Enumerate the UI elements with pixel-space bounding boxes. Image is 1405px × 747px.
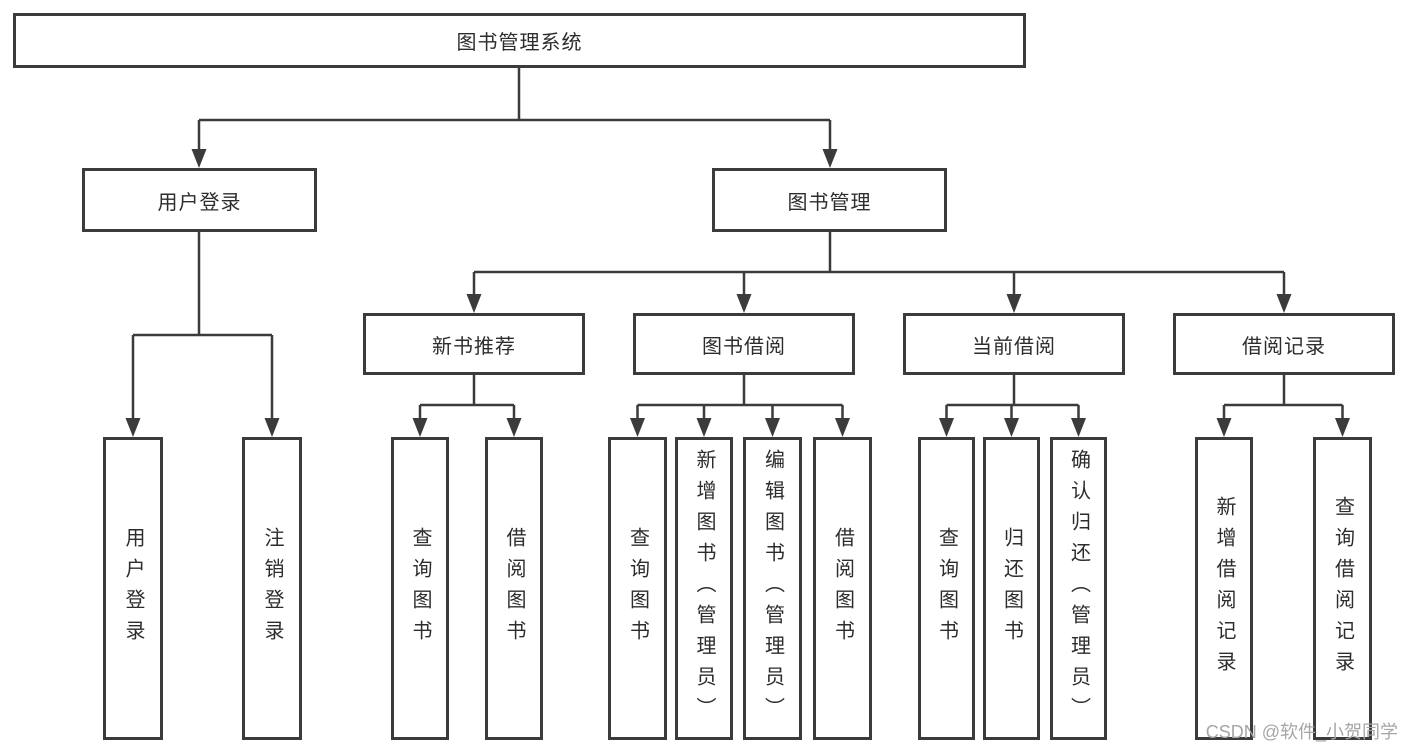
leaf-borrow-edit-books-label: 编辑图书（管理员） [761, 449, 784, 728]
leaf-borrow-borrow-books: 借阅图书 [813, 437, 872, 740]
arrowhead-icon [1276, 294, 1292, 313]
node-new-book-recommend-label: 新书推荐 [432, 335, 516, 358]
connector-current-borrowing-to-leaves [939, 375, 1086, 437]
arrowhead-icon [939, 418, 954, 437]
leaf-records-add: 新增借阅记录 [1195, 437, 1253, 740]
leaf-current-confirm-return: 确认归还（管理员） [1050, 437, 1107, 740]
leaf-logout: 注销登录 [242, 437, 302, 740]
arrowhead-icon [191, 149, 207, 168]
leaf-recommend-query-books-label: 查询图书 [409, 526, 431, 651]
leaf-current-confirm-return-label: 确认归还（管理员） [1067, 449, 1090, 728]
leaf-records-add-label: 新增借阅记录 [1213, 495, 1235, 682]
node-current-borrowing: 当前借阅 [903, 313, 1125, 375]
arrowhead-icon [125, 418, 141, 437]
node-book-management-label: 图书管理 [787, 191, 872, 214]
arrowhead-icon [822, 149, 838, 168]
leaf-user-login: 用户登录 [103, 437, 163, 740]
leaf-borrow-query-books-label: 查询图书 [626, 526, 649, 651]
leaf-borrow-add-books-label: 新增图书（管理员） [693, 449, 715, 728]
node-book-borrowing-label: 图书借阅 [702, 335, 786, 358]
leaf-user-login-label: 用户登录 [122, 526, 144, 651]
connector-book-management-to-modules [466, 232, 1292, 313]
leaf-current-return-books-label: 归还图书 [1000, 526, 1023, 651]
leaf-records-query: 查询借阅记录 [1313, 437, 1372, 740]
node-borrowing-records: 借阅记录 [1173, 313, 1395, 375]
connector-user-login-to-leaves [125, 232, 280, 437]
node-borrowing-records-label: 借阅记录 [1242, 335, 1326, 358]
node-new-book-recommend: 新书推荐 [363, 313, 585, 375]
arrowhead-icon [466, 294, 482, 313]
arrowhead-icon [412, 418, 428, 437]
connector-book-borrowing-to-leaves [630, 375, 850, 437]
connector-new-book-recommend-to-leaves [412, 375, 522, 437]
arrowhead-icon [1004, 418, 1019, 437]
node-user-login-label: 用户登录 [157, 191, 242, 214]
node-user-login: 用户登录 [82, 168, 317, 232]
arrowhead-icon [506, 418, 522, 437]
leaf-borrow-add-books: 新增图书（管理员） [675, 437, 733, 740]
leaf-recommend-borrow-books-label: 借阅图书 [503, 526, 525, 651]
node-book-borrowing: 图书借阅 [633, 313, 855, 375]
node-book-management: 图书管理 [712, 168, 947, 232]
leaf-recommend-borrow-books: 借阅图书 [485, 437, 543, 740]
arrowhead-icon [1071, 418, 1086, 437]
arrowhead-icon [1006, 294, 1022, 313]
watermark: CSDN @软件_小贺同学 [1205, 722, 1398, 742]
leaf-current-query-books-label: 查询图书 [935, 526, 958, 651]
leaf-current-query-books: 查询图书 [918, 437, 975, 740]
arrowhead-icon [765, 418, 780, 437]
leaf-recommend-query-books: 查询图书 [391, 437, 449, 740]
leaf-records-query-label: 查询借阅记录 [1331, 495, 1354, 682]
arrowhead-icon [835, 418, 850, 437]
connector-borrowing-records-to-leaves [1216, 375, 1350, 437]
connector-root-to-branches [191, 68, 838, 168]
leaf-borrow-query-books: 查询图书 [608, 437, 667, 740]
leaf-logout-label: 注销登录 [261, 526, 283, 651]
node-root-label: 图书管理系统 [456, 32, 583, 54]
leaf-borrow-edit-books: 编辑图书（管理员） [743, 437, 802, 740]
node-root: 图书管理系统 [13, 13, 1026, 68]
leaf-borrow-borrow-books-label: 借阅图书 [831, 526, 854, 651]
arrowhead-icon [1335, 418, 1350, 437]
arrowhead-icon [1216, 418, 1232, 437]
arrowhead-icon [264, 418, 280, 437]
node-current-borrowing-label: 当前借阅 [972, 335, 1056, 358]
leaf-current-return-books: 归还图书 [983, 437, 1040, 740]
arrowhead-icon [630, 418, 645, 437]
arrowhead-icon [736, 294, 752, 313]
arrowhead-icon [696, 418, 712, 437]
